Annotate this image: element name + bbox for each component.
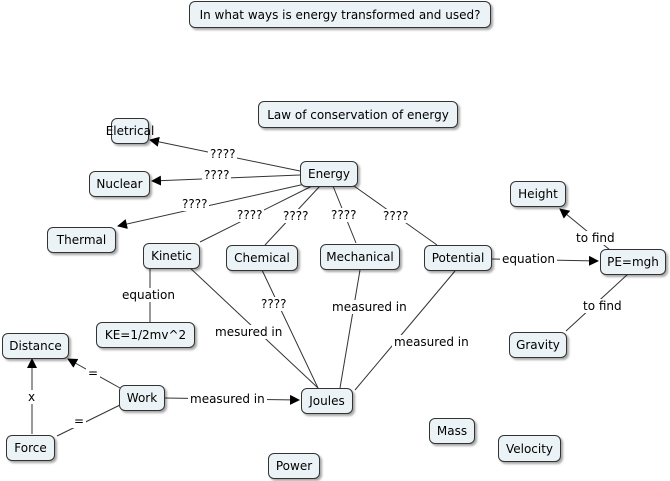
node-thermal[interactable]: Thermal [47, 227, 116, 253]
label-chemical-joules: ???? [259, 297, 289, 311]
label-energy-kinetic: ???? [235, 208, 265, 222]
label-work-distance: = [86, 366, 101, 380]
node-kinetic[interactable]: Kinetic [143, 243, 200, 269]
node-law-of-conservation[interactable]: Law of conservation of energy [258, 101, 458, 128]
connector-mechanical-joules [339, 269, 361, 389]
label-energy-thermal: ???? [180, 197, 210, 211]
node-ke-equation[interactable]: KE=1/2mv^2 [96, 322, 195, 348]
title-node[interactable]: In what ways is energy transformed and u… [189, 1, 491, 28]
connector-chemical-joules [261, 269, 319, 389]
connector-potential-joules [354, 270, 456, 391]
connector-energy-thermal [117, 183, 306, 229]
node-power[interactable]: Power [268, 453, 320, 479]
label-energy-potential: ???? [381, 209, 411, 223]
node-potential[interactable]: Potential [424, 245, 492, 271]
node-force[interactable]: Force [6, 435, 55, 461]
label-mechanical-joules: measured in [330, 300, 409, 314]
node-joules[interactable]: Joules [301, 388, 353, 414]
connector-force-work [56, 404, 121, 437]
label-pe-height: to find [574, 231, 617, 245]
node-height[interactable]: Height [510, 181, 566, 207]
label-kinetic-joules: mesured in [213, 325, 285, 339]
node-nuclear[interactable]: Nuclear [89, 171, 150, 197]
label-energy-chemical: ???? [281, 209, 311, 223]
label-force-distance: x [26, 390, 38, 404]
node-velocity[interactable]: Velocity [498, 435, 561, 462]
label-energy-eletrical: ???? [208, 147, 238, 161]
node-chemical[interactable]: Chemical [226, 245, 298, 271]
label-energy-mechanical: ???? [329, 208, 359, 222]
node-energy[interactable]: Energy [300, 161, 358, 187]
node-gravity[interactable]: Gravity [509, 332, 567, 358]
label-gravity-pe: to find [581, 299, 624, 313]
label-potential-joules: measured in [392, 335, 471, 349]
node-mass[interactable]: Mass [429, 418, 475, 444]
node-work[interactable]: Work [119, 385, 165, 411]
label-energy-nuclear: ???? [202, 168, 232, 182]
label-force-work: = [72, 414, 87, 428]
label-work-joules: measured in [188, 392, 267, 406]
node-eletrical[interactable]: Eletrical [106, 118, 154, 144]
node-pe-equation[interactable]: PE=mgh [600, 249, 666, 275]
label-kinetic-ke: equation [120, 288, 177, 302]
node-distance[interactable]: Distance [2, 333, 69, 359]
label-potential-pe: equation [500, 252, 557, 266]
node-mechanical[interactable]: Mechanical [320, 244, 400, 270]
